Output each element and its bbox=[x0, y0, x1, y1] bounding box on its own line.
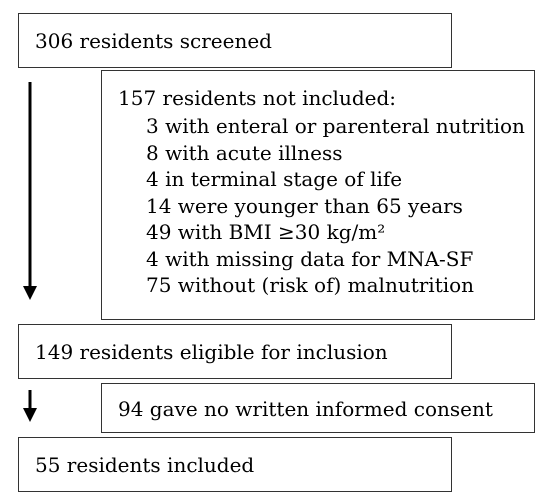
eligible-label: 149 residents eligible for inclusion bbox=[35, 340, 388, 364]
not-included-heading: 157 residents not included: bbox=[118, 86, 397, 110]
exclusion-reason: 14 were younger than 65 years bbox=[146, 193, 463, 218]
included-box: 55 residents included bbox=[18, 437, 452, 492]
eligible-box: 149 residents eligible for inclusion bbox=[18, 324, 452, 379]
included-label: 55 residents included bbox=[35, 453, 255, 477]
exclusion-reason: 4 in terminal stage of life bbox=[146, 167, 403, 191]
exclusion-reasons-list: 3 with enteral or parenteral nutrition 8… bbox=[146, 113, 525, 299]
exclusion-reason: 75 without (risk of) malnutrition bbox=[146, 273, 475, 297]
arrow-eligible-to-included bbox=[23, 390, 37, 422]
exclusion-reason: 4 with missing data for MNA-SF bbox=[146, 246, 474, 271]
exclusion-reason: 3 with enteral or parenteral nutrition bbox=[146, 114, 525, 138]
no-consent-box: 94 gave no written informed consent bbox=[101, 383, 535, 433]
arrow-screened-to-eligible bbox=[23, 82, 37, 300]
no-consent-label: 94 gave no written informed consent bbox=[118, 397, 493, 421]
exclusion-reason: 8 with acute illness bbox=[146, 140, 343, 165]
screened-box: 306 residents screened bbox=[18, 13, 452, 68]
exclusion-reason: 49 with BMI ≥30 kg/m² bbox=[146, 220, 386, 244]
not-included-box: 157 residents not included: 3 with enter… bbox=[101, 70, 535, 320]
screened-label: 306 residents screened bbox=[35, 29, 272, 53]
